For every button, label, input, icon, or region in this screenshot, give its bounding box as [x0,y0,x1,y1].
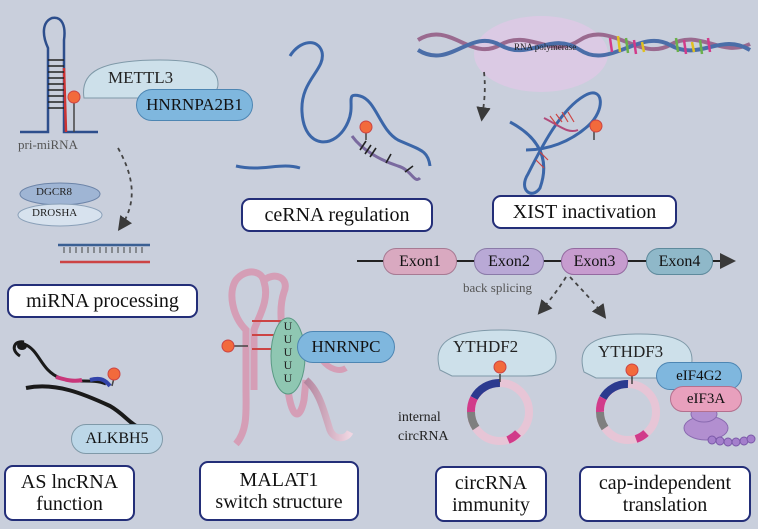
ythdf2-label: YTHDF2 [453,337,519,356]
mirna-processing-title: miRNA processing [26,290,179,312]
rna-polymerase-label: RNA polymerase [514,42,577,52]
cap-independent-box: cap-independent translation [579,466,751,522]
eif3a-label: eIF3A [686,390,726,407]
eif4g2-protein: eIF4G2 [656,362,742,390]
xist-inactivation-box: XIST inactivation [492,195,677,229]
u-base: U [283,319,293,333]
hnrnpa2b1-protein: HNRNPA2B1 [136,89,253,121]
hnrnpc-label: HNRNPC [311,337,381,356]
eif4g2-label: eIF4G2 [676,367,722,384]
mirna-duplex [58,243,150,264]
cerna-regulation-title: ceRNA regulation [264,204,410,226]
exon2-label: Exon2 [488,252,530,270]
as-lncrna-function-box: AS lncRNA function [4,465,135,521]
exon4-block: Exon4 [646,248,713,275]
pri-mirna-label: pri-miRNA [18,137,78,152]
internal-circrna-label: internal circRNA [398,408,449,446]
lncrna-strands [12,340,141,430]
circrna-immunity-graphic [437,329,557,445]
malat1-title-line1: MALAT1 [239,469,319,491]
processing-arrow [117,147,133,231]
circrna-immunity-title-line2: immunity [452,494,530,516]
pri-mirna-hairpin [20,16,98,134]
circrna-immunity-box: circRNA immunity [435,466,547,522]
u-tract: U U U U U [280,320,296,385]
alkbh5-label: ALKBH5 [85,430,149,447]
alkbh5-protein: ALKBH5 [71,424,163,454]
cap-independent-title-line1: cap-independent [598,472,732,494]
as-lncrna-title-line2: function [36,493,103,515]
writer-label-mettl3: METTL3 [108,68,174,87]
circrna-immunity-title-line1: circRNA [454,472,528,494]
u-base: U [283,371,293,385]
malat1-title-line2: switch structure [215,491,343,513]
exon3-block: Exon3 [561,248,628,275]
drosha-label: DROSHA [32,207,78,219]
dgcr8-label: DGCR8 [36,186,73,198]
u-base: U [283,345,293,359]
xist-graphic [416,16,752,195]
u-base: U [283,332,293,346]
malat1-switch-box: MALAT1 switch structure [199,461,359,521]
internal-label-line2: circRNA [398,429,449,444]
as-lncrna-title-line1: AS lncRNA [20,471,119,493]
eif3a-protein: eIF3A [670,386,742,412]
back-splicing-label: back splicing [463,280,532,295]
hnrnpa2b1-label: HNRNPA2B1 [146,95,243,114]
ythdf3-label: YTHDF3 [598,342,664,361]
exon3-label: Exon3 [573,252,616,270]
mirna-processing-box: miRNA processing [7,284,198,318]
exon2-block: Exon2 [474,248,544,275]
m6a-dot-mirna [67,90,81,104]
malat1-structure [221,268,354,447]
exon4-label: Exon4 [658,252,701,270]
internal-label-line1: internal [398,410,441,425]
hnrnpc-protein: HNRNPC [297,331,395,363]
cerna-regulation-box: ceRNA regulation [241,198,433,232]
exon1-label: Exon1 [399,252,441,270]
u-base: U [283,358,293,372]
xist-inactivation-title: XIST inactivation [512,201,657,223]
cap-independent-title-line2: translation [622,494,708,516]
cerna-strands [235,41,432,181]
exon1-block: Exon1 [383,248,457,275]
